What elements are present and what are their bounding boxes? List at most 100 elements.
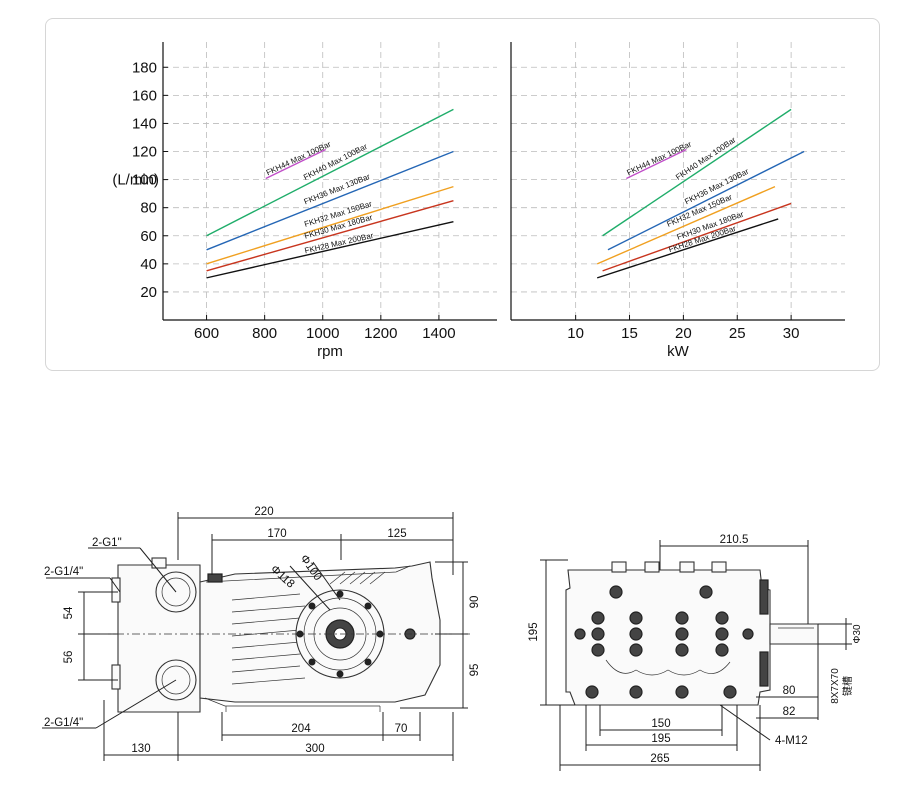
crankcase-top-edge — [205, 565, 411, 583]
side-boss-bottom — [759, 651, 769, 687]
dim-phi30: Φ30 — [852, 624, 863, 644]
dim-54-56-line — [78, 591, 118, 681]
series-line — [602, 108, 792, 237]
series-line — [596, 218, 779, 279]
x-axis-label: kW — [667, 343, 690, 360]
y-tick-label: 40 — [140, 256, 157, 273]
x-tick-label: 1400 — [422, 325, 455, 342]
y-tick-label: 140 — [132, 115, 157, 132]
dim-150-line — [599, 705, 723, 736]
y-tick-label: 100 — [132, 172, 157, 189]
front-bolts — [574, 611, 754, 699]
oil-cap — [207, 573, 223, 583]
x-tick-label: 1200 — [364, 325, 397, 342]
drive-shaft — [769, 623, 819, 645]
series-line — [206, 221, 454, 279]
x-tick-label: 1000 — [306, 325, 339, 342]
dim-195: 195 — [651, 733, 670, 745]
series-line — [206, 150, 454, 251]
front-plug-left — [609, 585, 623, 599]
chart-card — [45, 18, 880, 371]
leader-g1 — [88, 547, 177, 593]
series-line — [206, 199, 454, 272]
dim-195-vertical: 195 — [528, 622, 540, 641]
series-line — [596, 185, 776, 265]
performance-chart: 600 800 1000 1200 1400 20 40 60 80 100 120 140 160 18… — [112, 42, 845, 360]
dim-80: 80 — [783, 685, 796, 697]
crankcase-base — [204, 697, 380, 707]
keyway-label: 键槽 — [841, 676, 854, 696]
series-line — [602, 202, 792, 272]
dim-82: 82 — [783, 706, 796, 718]
series-line — [607, 150, 805, 251]
manifold-boss-top — [111, 577, 121, 603]
dim-265: 265 — [650, 753, 669, 765]
dim-70: 70 — [395, 723, 408, 735]
dim-phi30-line — [818, 618, 852, 650]
y-tick-label: 180 — [132, 59, 157, 76]
pump-dimension-drawing: 220 170 125 90 95 54 56 204 70 130 300 Φ… — [42, 506, 863, 771]
inlet-port-top-ring — [161, 577, 191, 607]
dim-90-95-line — [400, 561, 468, 709]
leader-m12 — [719, 704, 771, 741]
y-tick-label: 20 — [140, 284, 157, 301]
side-boss-top — [759, 579, 769, 615]
key-size: 8X7X70 — [830, 668, 841, 704]
dim-80-82-line — [756, 644, 819, 720]
inlet-port-bottom-ring — [161, 665, 191, 695]
y-tick-label: 120 — [132, 144, 157, 161]
label-g14-top: 2-G1/4" — [44, 566, 83, 578]
x-tick-label: 600 — [194, 325, 219, 342]
dim-56: 56 — [63, 651, 75, 664]
dim-204-70-line — [221, 712, 421, 741]
dim-195v-line — [540, 559, 575, 706]
dim-195-line — [585, 705, 738, 751]
dim-54: 54 — [63, 606, 75, 619]
leader-g14-top — [46, 577, 121, 593]
dim-95: 95 — [469, 664, 481, 677]
y-tick-label: 80 — [140, 200, 157, 217]
dim-2105-line — [659, 540, 809, 624]
dim-220: 220 — [254, 506, 273, 518]
top-bosses — [611, 561, 727, 573]
series-line — [265, 148, 327, 180]
dim-300: 300 — [305, 743, 324, 755]
cover-ribs — [329, 571, 386, 585]
dim-150: 150 — [651, 718, 670, 730]
dim-220-line — [177, 512, 454, 575]
cooling-fins — [231, 593, 306, 685]
y-tick-label: 60 — [140, 228, 157, 245]
dim-170: 170 — [267, 528, 286, 540]
side-view — [42, 512, 470, 761]
dim-130-300-line — [103, 700, 454, 761]
leader-g14-bottom — [42, 679, 177, 729]
series-line — [626, 148, 687, 180]
valve-outline — [605, 659, 731, 676]
crankcase-feet — [225, 706, 381, 712]
label-4-m12: 4-M12 — [775, 735, 808, 747]
series-line — [206, 108, 454, 237]
manifold-top-plug — [151, 557, 167, 569]
x-tick-label: 10 — [567, 325, 584, 342]
front-plug-right — [699, 585, 713, 599]
label-g14-bottom: 2-G1/4" — [44, 717, 83, 729]
x-axis-label: rpm — [317, 343, 343, 360]
y-tick-label: 160 — [132, 87, 157, 104]
y-axis-label: (L/min) — [112, 172, 159, 189]
leader-phi100 — [312, 561, 341, 601]
dim-130: 130 — [131, 743, 150, 755]
x-tick-label: 800 — [252, 325, 277, 342]
dim-2105: 210.5 — [720, 534, 749, 546]
x-tick-label: 30 — [783, 325, 800, 342]
dim-125: 125 — [387, 528, 406, 540]
dim-170-line — [211, 534, 342, 575]
dim-265-line — [559, 705, 761, 771]
manifold-boss-bottom — [111, 664, 121, 690]
front-view — [540, 540, 852, 771]
x-tick-label: 25 — [729, 325, 746, 342]
dim-90: 90 — [469, 596, 481, 609]
label-g1: 2-G1" — [92, 537, 122, 549]
x-tick-label: 15 — [621, 325, 638, 342]
x-tick-label: 20 — [675, 325, 692, 342]
series-line — [206, 185, 454, 265]
